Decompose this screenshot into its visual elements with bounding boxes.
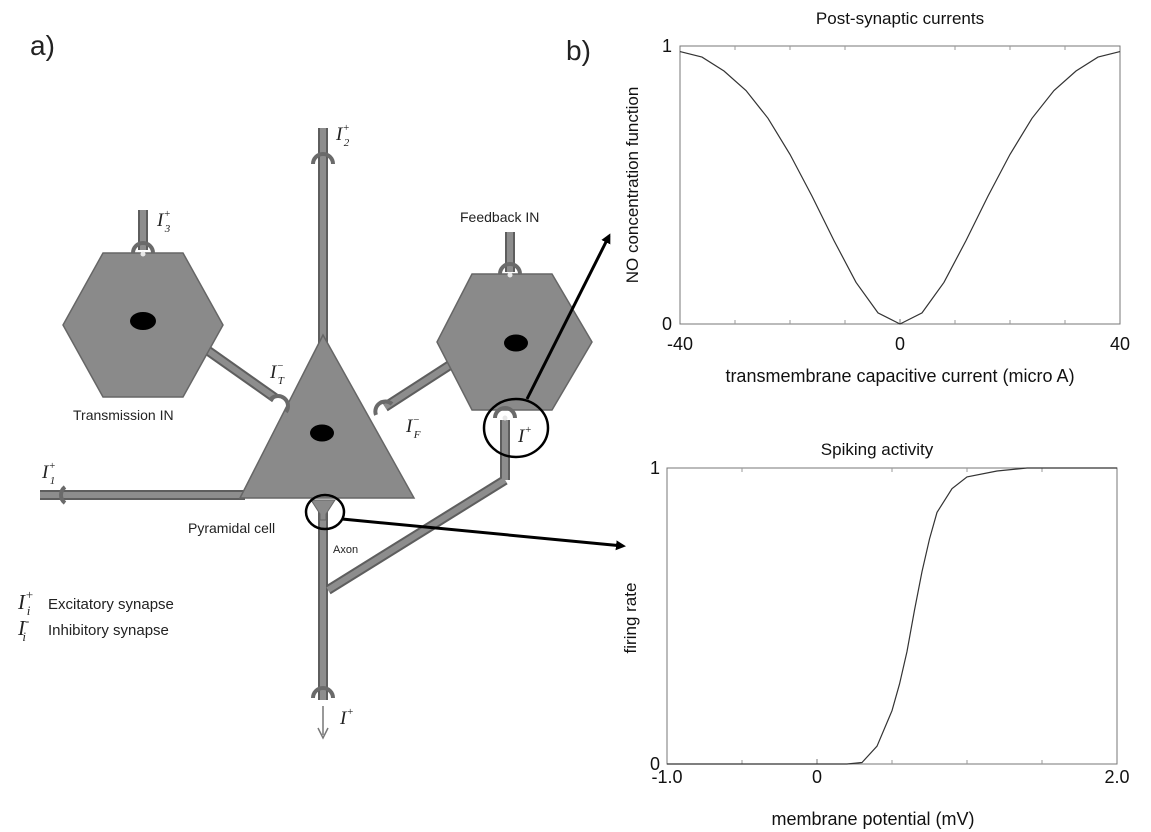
y-tick-label: 1	[662, 36, 672, 56]
spiking-activity-chart: Spiking activity membrane potential (mV)…	[621, 440, 1130, 829]
synapse-Iplus-feedback	[493, 406, 517, 419]
chart2-xlabel: membrane potential (mV)	[771, 809, 974, 829]
chart1-xlabel: transmembrane capacitive current (micro …	[725, 366, 1074, 386]
panel-a-label: a)	[30, 30, 55, 61]
callout-arrow-to-psc	[525, 233, 611, 400]
synapse-legend: I+i Excitatory synapse I-i Inhibitory sy…	[17, 587, 174, 644]
output-arrow-head	[317, 727, 329, 740]
synapse-I1	[59, 485, 67, 505]
feedback-synapse-highlight	[482, 397, 550, 459]
synapse-I2	[311, 152, 335, 165]
wire-fills	[40, 128, 513, 700]
y-tick-label: 0	[650, 754, 660, 774]
transmission-nucleus	[130, 312, 156, 330]
synapses	[59, 152, 522, 699]
axon-hillock	[310, 499, 336, 521]
label-I3: I+3	[156, 208, 171, 235]
label-Iplus-output: I+	[339, 706, 354, 729]
axon-highlight	[304, 493, 346, 531]
chart2-ylabel: firing rate	[621, 583, 640, 654]
chart1-ylabel: NO concentration function	[623, 87, 642, 284]
chart2-series-line	[667, 467, 1117, 765]
legend-inhibitory-text: Inhibitory synapse	[48, 622, 169, 639]
x-tick-label: -1.0	[651, 767, 682, 787]
label-Iplus-feedback: I+	[517, 424, 532, 447]
legend-excitatory-symbol: I+i	[17, 587, 34, 618]
label-pyramidal-cell: Pyramidal cell	[188, 520, 275, 536]
x-tick-label: -40	[667, 334, 693, 354]
synapse-IT	[268, 394, 290, 414]
pyramidal-nucleus	[310, 424, 334, 442]
label-axon: Axon	[333, 544, 358, 556]
label-IF: I−F	[405, 414, 421, 441]
legend-inhibitory-symbol: I-i	[17, 613, 29, 644]
y-tick-label: 1	[650, 458, 660, 478]
feedback-nucleus	[504, 334, 528, 352]
synapse-Iplus-output	[311, 686, 335, 699]
x-tick-label: 0	[895, 334, 905, 354]
synapse-IF	[373, 399, 394, 416]
chart1-frame	[679, 45, 1121, 325]
pyramidal-cell	[238, 333, 416, 499]
panel-b-label: b)	[566, 35, 591, 66]
x-tick-label: 2.0	[1104, 767, 1129, 787]
synapse-feedback-in	[498, 262, 522, 275]
legend-excitatory-text: Excitatory synapse	[48, 596, 174, 613]
neuron-diagram: Transmission IN Feedback IN Pyramidal ce…	[17, 122, 626, 740]
label-feedback-in: Feedback IN	[460, 209, 539, 225]
synapse-dots	[140, 251, 513, 421]
chart2-title: Spiking activity	[821, 440, 934, 459]
label-I2: I+2	[335, 122, 350, 149]
label-IT: I−T	[269, 360, 285, 387]
chart2-frame	[666, 467, 1118, 765]
post-synaptic-currents-chart: Post-synaptic currents transmembrane cap…	[623, 9, 1130, 386]
y-tick-label: 0	[662, 314, 672, 334]
chart1-series-line	[679, 51, 1121, 325]
label-I1: I+1	[41, 460, 56, 487]
synapse-I3	[131, 241, 155, 254]
callout-arrow-to-spiking	[341, 517, 626, 551]
label-transmission-in: Transmission IN	[73, 407, 174, 423]
x-tick-label: 0	[812, 767, 822, 787]
x-tick-label: 40	[1110, 334, 1130, 354]
chart1-title: Post-synaptic currents	[816, 9, 984, 28]
